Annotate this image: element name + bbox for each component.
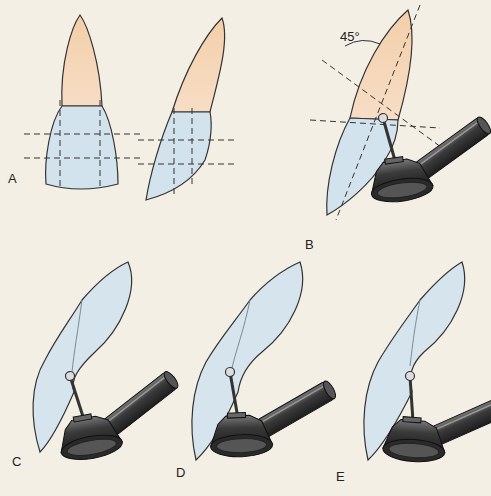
panel-letter: D <box>176 466 185 479</box>
panel-letter: E <box>336 470 345 483</box>
panel-letter: A <box>8 172 17 185</box>
panel-letter: B <box>305 238 314 251</box>
angle-label: 45° <box>340 30 360 43</box>
panel-letter: C <box>12 455 21 468</box>
